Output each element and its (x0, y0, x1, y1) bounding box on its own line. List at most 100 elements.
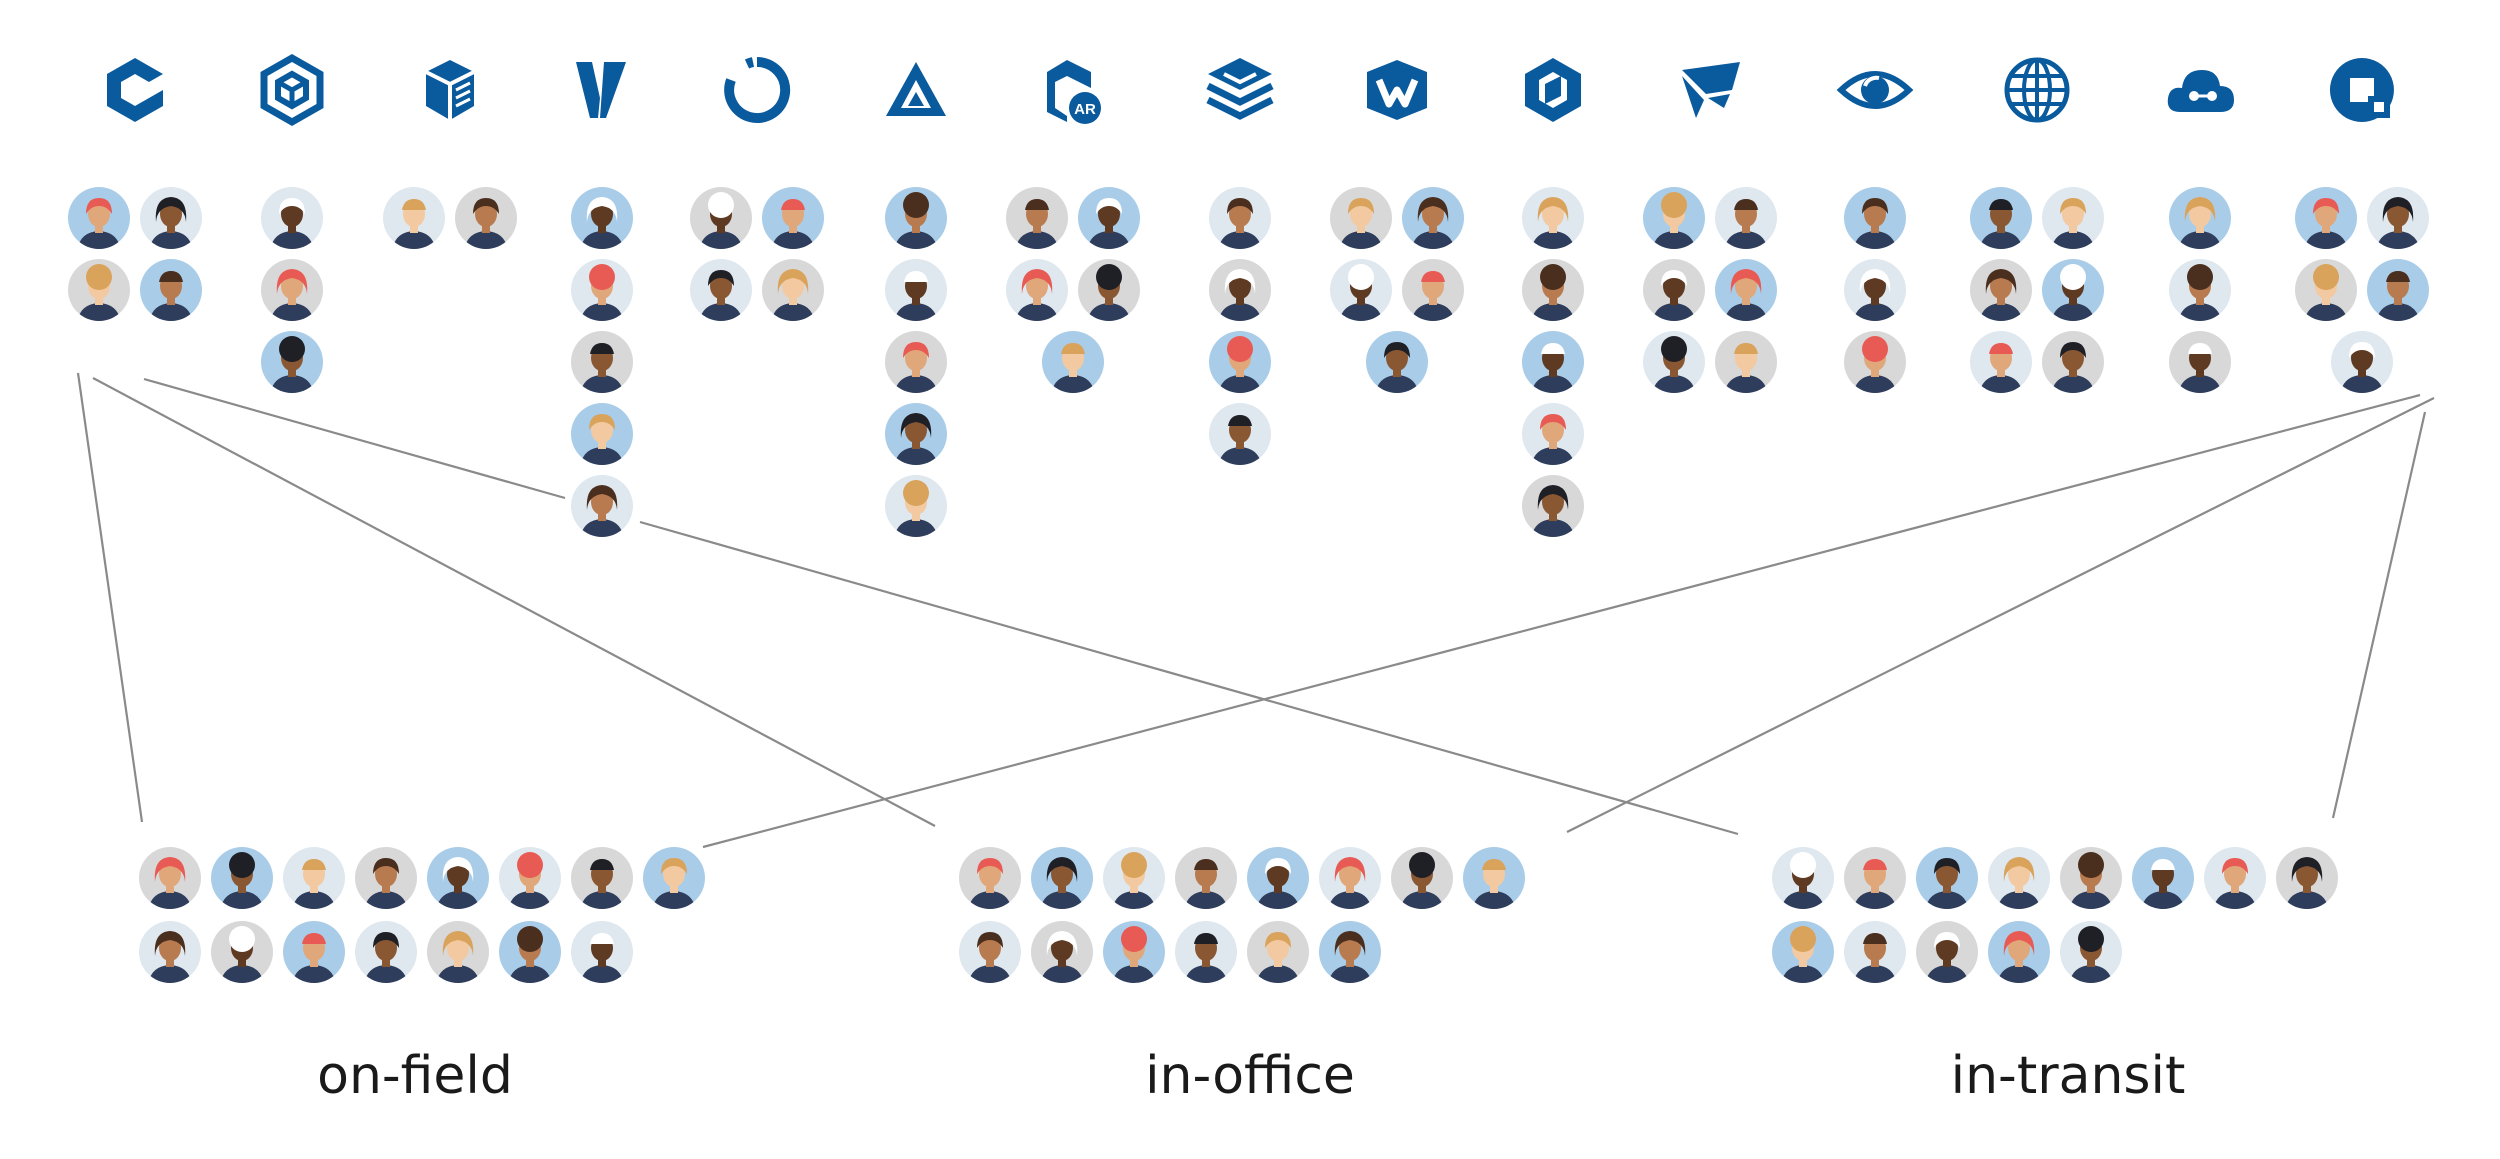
avatar (1102, 846, 1166, 910)
avatar (382, 186, 446, 250)
avatar (260, 330, 324, 394)
avatar (884, 474, 948, 538)
avatar (354, 920, 418, 984)
avatar (1077, 186, 1141, 250)
avatar (138, 920, 202, 984)
connector-line (143, 377, 566, 500)
avatar (1843, 186, 1907, 250)
avatar (570, 474, 634, 538)
avatar (2041, 330, 2105, 394)
avatar (139, 258, 203, 322)
avatar (1521, 330, 1585, 394)
layered-cube-logo-icon (410, 50, 490, 130)
avatar (570, 402, 634, 466)
avatar (1969, 186, 2033, 250)
cube-logo-icon (95, 50, 175, 130)
avatar (884, 186, 948, 250)
avatar (2203, 846, 2267, 910)
avatar (1843, 330, 1907, 394)
avatar (1462, 846, 1526, 910)
avatar (689, 186, 753, 250)
avatar (570, 186, 634, 250)
avatar (570, 330, 634, 394)
avatar (260, 186, 324, 250)
avatar (426, 920, 490, 984)
avatar (1329, 258, 1393, 322)
avatar (642, 846, 706, 910)
group-label-in-office: in-office (1145, 1046, 1355, 1106)
avatar (1077, 258, 1141, 322)
avatar (354, 846, 418, 910)
avatar (884, 330, 948, 394)
avatar (570, 846, 634, 910)
avatar (67, 258, 131, 322)
avatar (210, 920, 274, 984)
avatar (2294, 186, 2358, 250)
avatar (1843, 920, 1907, 984)
avatar (1714, 258, 1778, 322)
avatar (1987, 920, 2051, 984)
avatar (1714, 186, 1778, 250)
avatar (426, 846, 490, 910)
ar-logo-icon: AR (1033, 50, 1113, 130)
avatar (1246, 920, 1310, 984)
avatar (1714, 330, 1778, 394)
avatar (761, 186, 825, 250)
avatar (1521, 186, 1585, 250)
group-label-on-field: on-field (317, 1046, 513, 1106)
avatar (958, 846, 1022, 910)
avatar (570, 258, 634, 322)
connector-line (1566, 397, 2435, 833)
eye-logo-icon (1835, 50, 1915, 130)
avatar (1771, 920, 1835, 984)
avatar (498, 846, 562, 910)
chevron-w-logo-icon (1357, 50, 1437, 130)
avatar (1174, 920, 1238, 984)
avatar (1987, 846, 2051, 910)
avatar (570, 920, 634, 984)
avatar (1318, 920, 1382, 984)
avatar (2294, 258, 2358, 322)
avatar (1843, 846, 1907, 910)
avatar (1843, 258, 1907, 322)
avatar (1030, 920, 1094, 984)
avatar (884, 402, 948, 466)
cloud-logo-icon (2160, 50, 2240, 130)
avatar (1208, 186, 1272, 250)
avatar (2059, 846, 2123, 910)
avatar (1401, 258, 1465, 322)
avatar (2330, 330, 2394, 394)
hexagon-cube-logo-icon (252, 50, 332, 130)
avatar (2059, 920, 2123, 984)
avatar (1318, 846, 1382, 910)
avatar (1246, 846, 1310, 910)
hexagon-logo-icon (1513, 50, 1593, 130)
avatar (2041, 186, 2105, 250)
avatar (1329, 186, 1393, 250)
folded-plane-logo-icon (1670, 50, 1750, 130)
avatar (1915, 920, 1979, 984)
avatar (1041, 330, 1105, 394)
avatar (1521, 474, 1585, 538)
triangle-logo-icon (876, 50, 956, 130)
avatar (2366, 186, 2430, 250)
avatar (210, 846, 274, 910)
avatar (138, 846, 202, 910)
avatar (260, 258, 324, 322)
avatar (1771, 846, 1835, 910)
avatar (1401, 186, 1465, 250)
avatar (1969, 258, 2033, 322)
connector-line (2331, 411, 2427, 819)
avatar (498, 920, 562, 984)
avatar (1208, 258, 1272, 322)
avatar (2168, 186, 2232, 250)
avatar (1208, 330, 1272, 394)
avatar (2168, 258, 2232, 322)
avatar (1642, 186, 1706, 250)
avatar (1642, 330, 1706, 394)
avatar (2168, 330, 2232, 394)
avatar (1174, 846, 1238, 910)
avatar (1521, 402, 1585, 466)
